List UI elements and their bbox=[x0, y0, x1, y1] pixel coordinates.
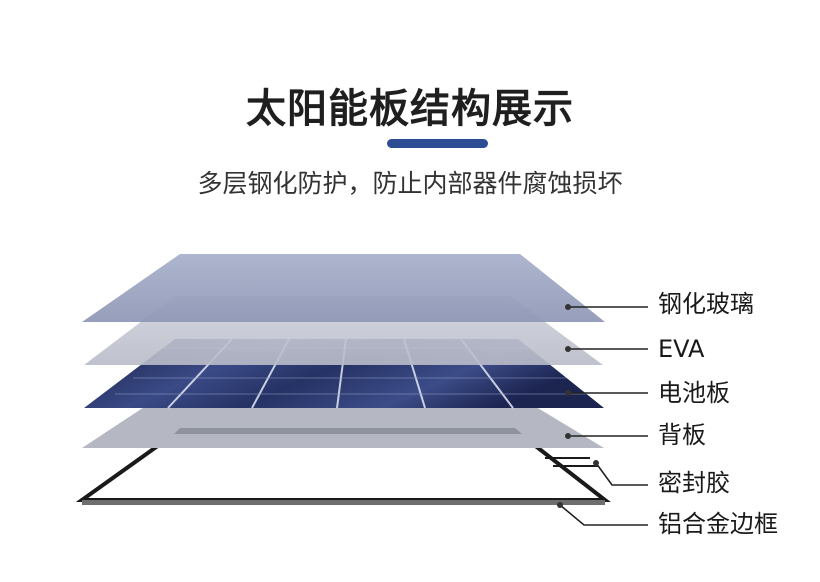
title-underline bbox=[387, 139, 488, 148]
label-glass: 钢化玻璃 bbox=[658, 290, 754, 318]
label-frame: 铝合金边框 bbox=[658, 510, 778, 538]
page-title: 太阳能板结构展示 bbox=[246, 86, 574, 132]
glass-layer bbox=[82, 254, 605, 322]
label-backsheet: 背板 bbox=[658, 421, 706, 449]
leader-lines bbox=[559, 306, 648, 526]
leader-dot-icon bbox=[557, 304, 599, 508]
label-sealant: 密封胶 bbox=[658, 469, 730, 497]
sealant-layer bbox=[545, 457, 598, 467]
page-subtitle: 多层钢化防护，防止内部器件腐蚀损坏 bbox=[197, 169, 623, 198]
label-eva: EVA bbox=[658, 335, 705, 363]
label-cell: 电池板 bbox=[658, 379, 730, 407]
